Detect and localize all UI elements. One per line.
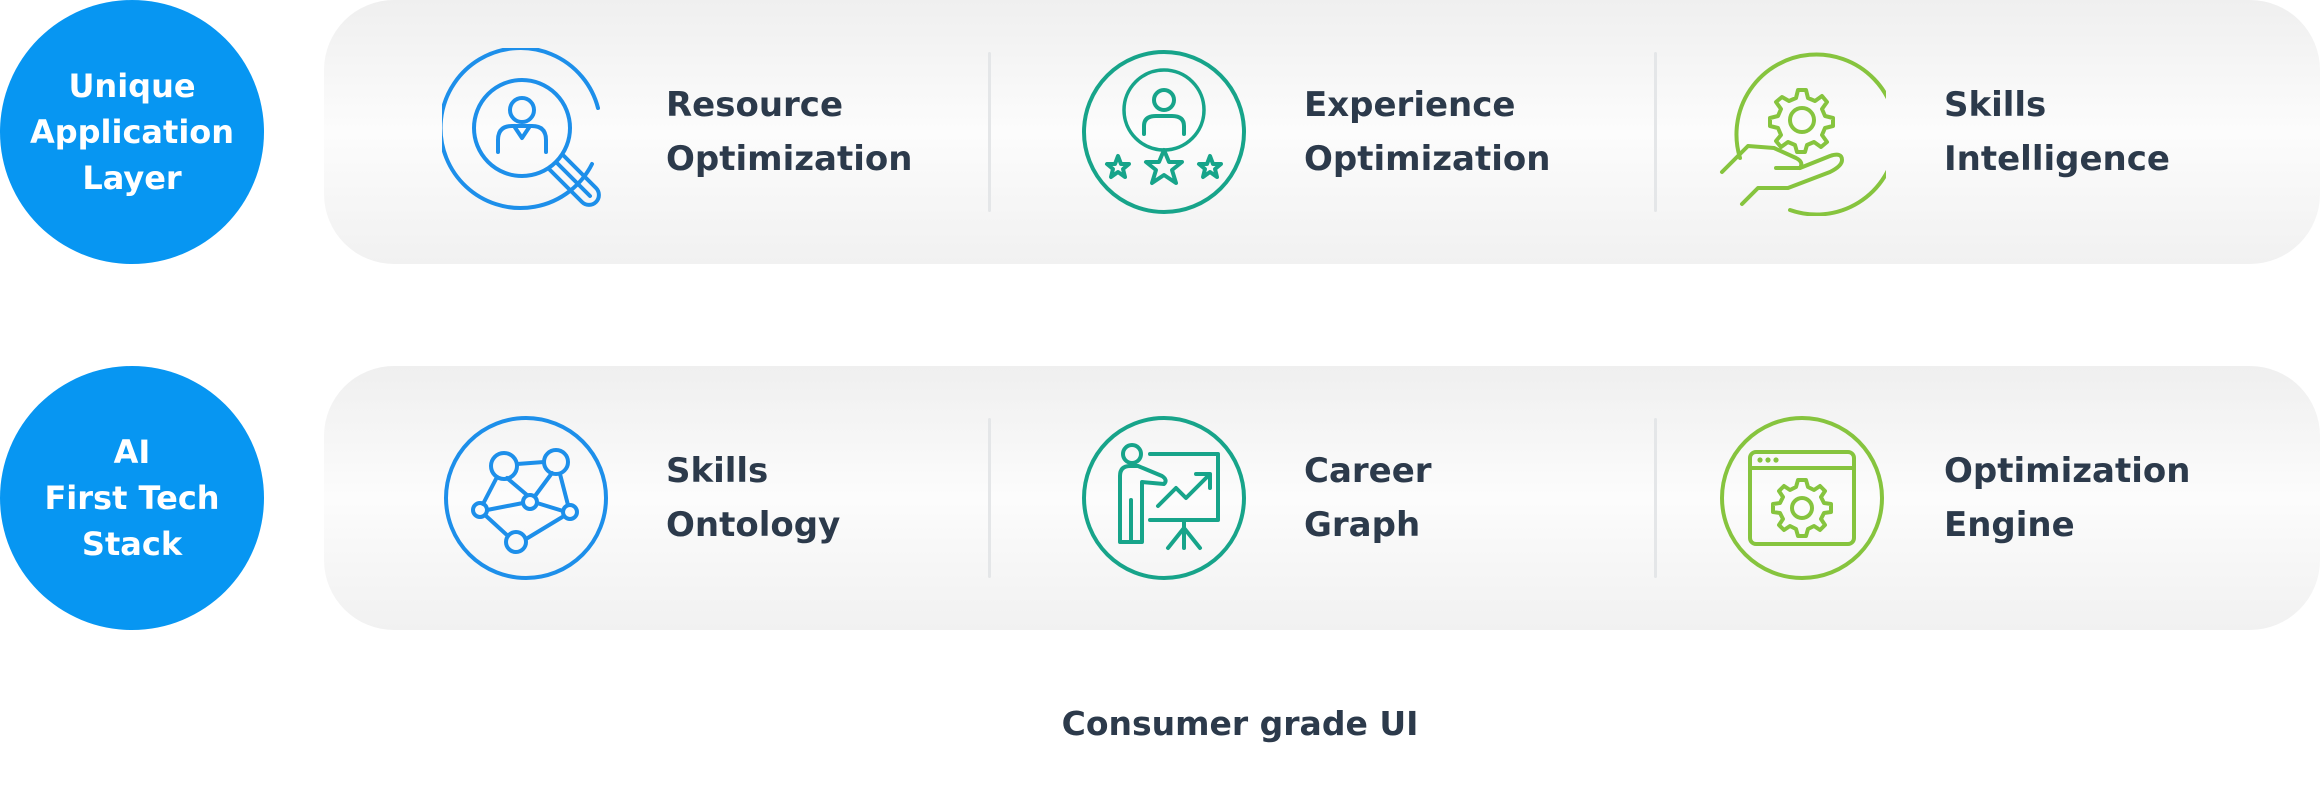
divider: [988, 52, 991, 212]
feature-title: Career Graph: [1304, 451, 1432, 545]
divider: [1654, 418, 1657, 578]
feature-title: Resource Optimization: [666, 85, 913, 179]
tech-stack-row: AI First Tech Stack: [0, 366, 2320, 630]
footer-caption: Consumer grade UI: [1061, 704, 1419, 743]
row-label-line: AI: [113, 433, 151, 471]
row-label-line: Stack: [81, 525, 183, 563]
row-label-line: Layer: [82, 159, 182, 197]
feature-band: Resource Optimization Experience: [324, 0, 2320, 264]
row-label-circle: AI First Tech Stack: [0, 366, 264, 630]
feature-title: Optimization Engine: [1944, 451, 2191, 545]
browser-gear-icon: [1720, 416, 1884, 580]
feature-title: Skills Ontology: [666, 451, 841, 545]
row-label-line: First Tech: [44, 479, 220, 517]
row-label-circle: Unique Application Layer: [0, 0, 264, 264]
divider: [1654, 52, 1657, 212]
network-nodes-icon: [444, 416, 608, 580]
person-search-icon: [442, 48, 601, 211]
application-layer-row: Unique Application Layer Resource Optimi…: [0, 0, 2320, 264]
feature-band: Skills Ontology Career: [324, 366, 2320, 630]
divider: [988, 418, 991, 578]
person-stars-icon: [1082, 50, 1246, 214]
presenter-chart-icon: [1082, 416, 1246, 580]
feature-title: Skills Intelligence: [1944, 85, 2170, 179]
row-label-line: Application: [29, 113, 235, 151]
hand-gear-icon: [1720, 52, 1886, 216]
feature-title: Experience Optimization: [1304, 85, 1551, 179]
row-label-line: Unique: [68, 67, 196, 105]
